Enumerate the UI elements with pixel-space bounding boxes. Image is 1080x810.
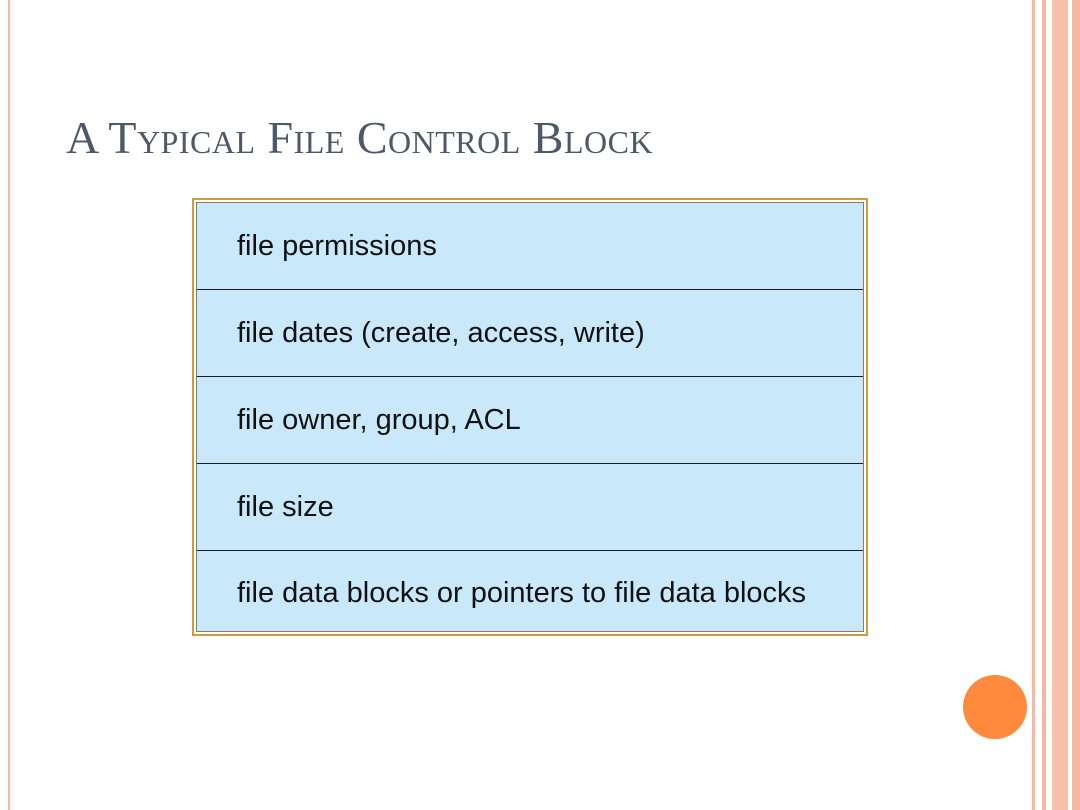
right-decor-stripes bbox=[1032, 0, 1080, 810]
accent-dot bbox=[963, 675, 1027, 739]
file-control-block-diagram: file permissions file dates (create, acc… bbox=[192, 198, 868, 636]
left-decor-line bbox=[8, 0, 10, 810]
file-control-block-fields: file permissions file dates (create, acc… bbox=[196, 202, 864, 632]
decor-stripe bbox=[1032, 0, 1035, 810]
decor-stripe bbox=[1072, 0, 1080, 810]
fcb-field-owner: file owner, group, ACL bbox=[197, 377, 863, 464]
fcb-field-size: file size bbox=[197, 464, 863, 551]
fcb-field-dates: file dates (create, access, write) bbox=[197, 290, 863, 377]
fcb-field-permissions: file permissions bbox=[197, 203, 863, 290]
slide-title: A Typical File Control Block bbox=[66, 112, 654, 163]
decor-stripe bbox=[1042, 0, 1046, 810]
decor-stripe bbox=[1052, 0, 1068, 810]
fcb-field-data-blocks: file data blocks or pointers to file dat… bbox=[237, 577, 807, 609]
